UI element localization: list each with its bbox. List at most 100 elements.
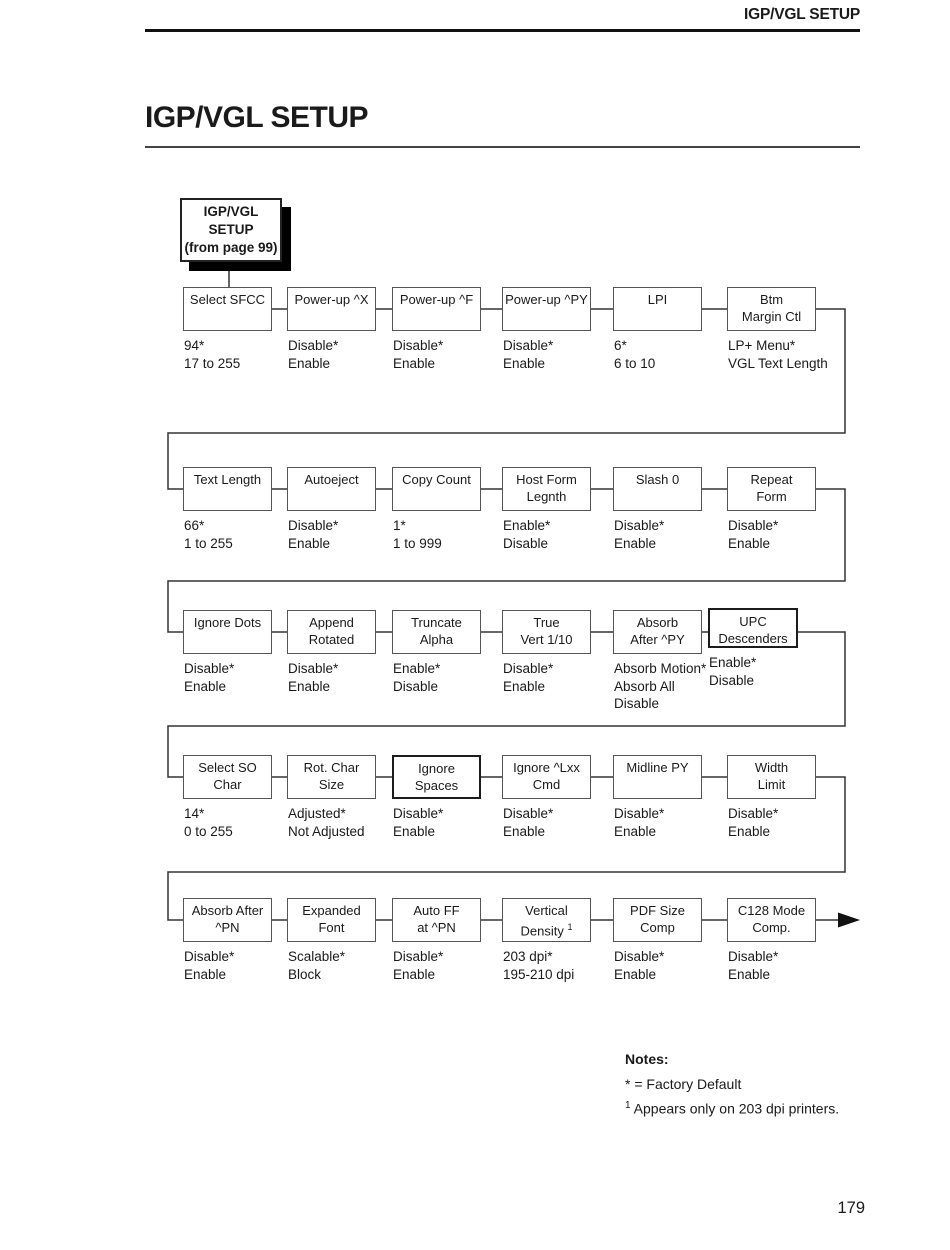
menu-value: Disable* [728,518,779,533]
menu-box-ignore-dots: Ignore Dots [183,610,272,654]
menu-value: Disable* [503,806,554,821]
menu-value: Enable [728,535,771,551]
menu-value: Enable [393,966,436,982]
menu-box-power-up-f: Power-up ^F [392,287,481,331]
menu-box-label: at ^PN [417,920,456,935]
menu-box-select-sfcc: Select SFCC [183,287,272,331]
menu-value: Disable* [728,949,779,964]
menu-value: 94* [184,338,205,353]
menu-values-select-sfcc: 94*17 to 255 [184,337,240,372]
menu-box-label: Host Form [516,472,577,487]
menu-values-lpi: 6*6 to 10 [614,337,655,372]
menu-value: 1 to 255 [184,535,233,551]
menu-value: Enable [614,535,657,551]
notes-block: Notes: * = Factory Default 1 Appears onl… [625,1048,839,1120]
menu-box-label: C128 Mode [737,903,806,918]
running-header: IGP/VGL SETUP [744,6,860,23]
menu-values-width-limit: Disable* Enable [728,805,778,840]
menu-box-label: Power-up ^X [294,292,369,307]
menu-box-label: Power-up ^F [399,292,474,307]
menu-values-btm-margin-ctl: LP+ Menu*VGL Text Length [728,337,828,372]
menu-value: 203 dpi* [503,949,553,964]
menu-value: Disable* [393,338,444,353]
menu-values-text-length: 66*1 to 255 [184,517,233,552]
menu-value: Enable [393,823,436,839]
menu-box-label: Append [309,615,354,630]
menu-value: Disable* [614,806,665,821]
menu-value: Enable [184,678,227,694]
menu-values-autoeject: Disable*Enable [288,517,338,552]
menu-box-label: Power-up ^PY [505,292,588,307]
menu-box-power-up-x: Power-up ^X [287,287,376,331]
menu-value: 195-210 dpi [503,966,575,982]
menu-value: Enable [728,823,771,839]
menu-box-label: Absorb [636,615,679,630]
menu-value: 6* [614,338,627,353]
menu-value: Enable [614,966,657,982]
menu-box-auto-ff-at-pn: Auto FF at ^PN [392,898,481,942]
menu-value: Enable [288,678,331,694]
menu-box-label: Auto FF [413,903,460,918]
menu-value: Disable* [503,661,554,676]
menu-value: Scalable* [288,949,346,964]
menu-box-label: Spaces [414,778,459,793]
menu-values-ignore-dots: Disable* Enable [184,660,234,695]
page-number: 179 [837,1199,865,1217]
menu-value: Disable [503,535,549,551]
menu-box-label: Margin Ctl [741,309,802,324]
menu-values-rot-char-size: Adjusted*Not Adjusted [288,805,365,840]
menu-box-copy-count: Copy Count [392,467,481,511]
menu-box-lpi: LPI [613,287,702,331]
start-box-line: SETUP [208,222,254,237]
menu-box-label: Select SFCC [189,292,266,307]
menu-values-midline-py: Disable*Enable [614,805,664,840]
menu-box-label: Slash 0 [635,472,680,487]
menu-value: Enable* [503,518,551,533]
menu-value: 1 to 999 [393,535,442,551]
menu-box-label: Expanded [302,903,361,918]
menu-box-label: Rot. Char [303,760,360,775]
menu-values-auto-ff-at-pn: Disable*Enable [393,948,443,983]
menu-box-label: UPC [739,614,767,629]
menu-value: Disable* [614,518,665,533]
menu-value: Disable* [728,806,779,821]
menu-values-expanded-font: Scalable*Block [288,948,345,983]
menu-box-label: LPI [647,292,668,307]
menu-value: Disable* [184,661,235,676]
menu-box-absorb-after-pn: Absorb After^PN [183,898,272,942]
menu-value: Enable* [393,661,441,676]
note-footnote: 1 Appears only on 203 dpi printers. [625,1100,840,1117]
menu-box-label: Char [213,777,242,792]
menu-values-true-vert-1-10: Disable*Enable [503,660,553,695]
menu-values-ignore-spaces: Disable*Enable [393,805,443,840]
menu-box-label: True [533,615,560,630]
header-rule [145,29,860,32]
menu-values-power-up-x: Disable*Enable [288,337,338,372]
menu-value: Enable [288,355,331,371]
menu-box-power-up-py: Power-up ^PY [502,287,591,331]
menu-box-label: Legnth [526,489,567,504]
menu-value: VGL Text Length [728,355,828,371]
menu-value: Disable* [184,949,235,964]
menu-values-upc-descenders: Enable*Disable [709,654,756,689]
menu-value: Disable* [288,661,339,676]
menu-box-midline-py: Midline PY [613,755,702,799]
menu-box-autoeject: Autoeject [287,467,376,511]
menu-value: Enable [393,355,436,371]
menu-values-copy-count: 1*1 to 999 [393,517,442,552]
menu-value: Enable [728,966,771,982]
menu-box-label: Ignore ^Lxx [513,760,580,775]
menu-value: Disable [393,678,439,694]
menu-values-truncate-alpha: Enable* Disable [393,660,440,695]
